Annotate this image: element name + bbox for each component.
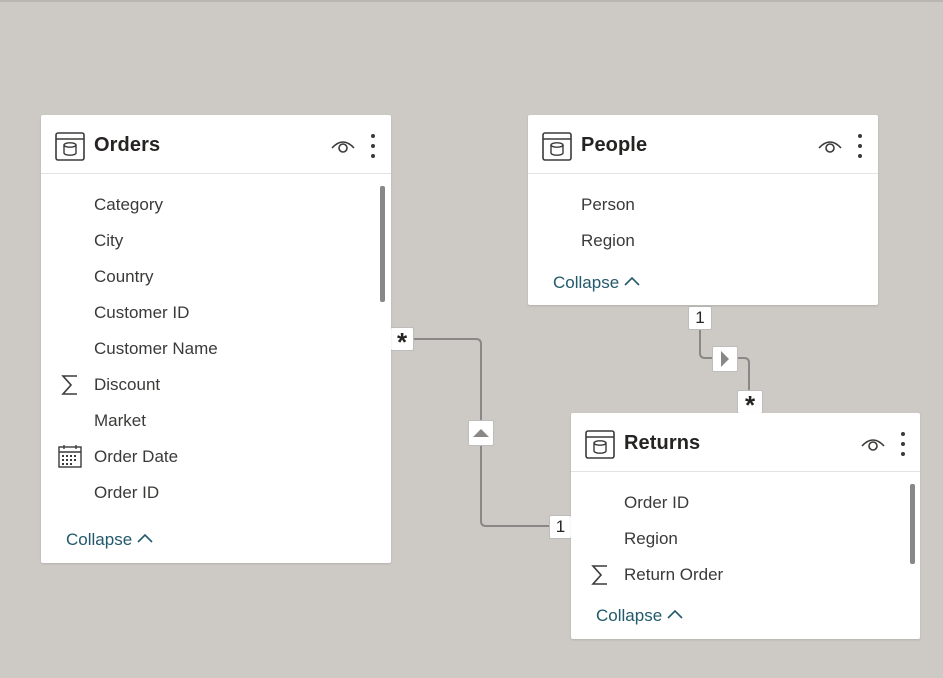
returns-cardinality-label-people: *: [737, 390, 763, 419]
eye-icon[interactable]: [861, 435, 885, 453]
collapse-label: Collapse: [66, 530, 133, 549]
field-country[interactable]: Country: [94, 267, 154, 286]
returns-collapse-button[interactable]: Collapse: [596, 604, 684, 628]
chevron-up-icon: [624, 276, 640, 286]
more-options-icon[interactable]: [898, 430, 908, 458]
more-options-icon[interactable]: [368, 132, 378, 160]
chevron-up-icon: [137, 533, 153, 543]
field-region[interactable]: Region: [624, 529, 678, 548]
table-icon: [542, 132, 572, 161]
returns-card-header[interactable]: Returns: [571, 413, 920, 472]
orders-card-header[interactable]: Orders: [41, 115, 391, 174]
field-customer-id[interactable]: Customer ID: [94, 303, 190, 322]
field-customer-name[interactable]: Customer Name: [94, 339, 218, 358]
collapse-label: Collapse: [596, 606, 663, 625]
people-table-card[interactable]: People Person Region Collapse: [528, 115, 878, 305]
calendar-icon: [58, 445, 82, 468]
eye-icon[interactable]: [818, 137, 842, 155]
field-order-id[interactable]: Order ID: [624, 493, 690, 512]
orders-cardinality-label: *: [390, 327, 414, 356]
returns-title: Returns: [624, 432, 701, 454]
top-divider: [0, 0, 943, 2]
field-market[interactable]: Market: [94, 411, 146, 430]
sigma-icon: [591, 565, 607, 585]
orders-table-card[interactable]: Orders Category City Country Customer ID…: [41, 115, 391, 563]
orders-scrollbar[interactable]: [380, 186, 385, 302]
chevron-up-icon: [667, 609, 683, 619]
arrow-up-icon: [473, 429, 489, 437]
field-city[interactable]: City: [94, 231, 124, 250]
field-region[interactable]: Region: [581, 231, 635, 250]
eye-icon[interactable]: [331, 137, 355, 155]
table-icon: [55, 132, 85, 161]
arrow-right-icon: [721, 351, 729, 367]
table-icon: [585, 430, 615, 459]
field-order-date[interactable]: Order Date: [94, 447, 179, 466]
people-card-header[interactable]: People: [528, 115, 878, 174]
sigma-icon: [61, 375, 77, 395]
field-category[interactable]: Category: [94, 195, 163, 214]
field-discount[interactable]: Discount: [94, 375, 161, 394]
orders-title: Orders: [94, 134, 161, 156]
field-order-id[interactable]: Order ID: [94, 483, 160, 502]
people-returns-filter-direction[interactable]: [712, 346, 738, 372]
orders-collapse-button[interactable]: Collapse: [66, 528, 154, 552]
people-title: People: [581, 134, 648, 156]
orders-returns-filter-direction[interactable]: [468, 420, 494, 446]
returns-table-card[interactable]: Returns Order ID Region Return Order Col…: [571, 413, 920, 639]
field-return-order[interactable]: Return Order: [624, 565, 724, 584]
collapse-label: Collapse: [553, 273, 620, 292]
more-options-icon[interactable]: [855, 132, 865, 160]
people-cardinality-label: 1: [688, 306, 712, 330]
returns-cardinality-label-orders: 1: [549, 515, 572, 539]
people-collapse-button[interactable]: Collapse: [553, 271, 641, 295]
returns-scrollbar[interactable]: [910, 484, 915, 564]
field-person[interactable]: Person: [581, 195, 635, 214]
